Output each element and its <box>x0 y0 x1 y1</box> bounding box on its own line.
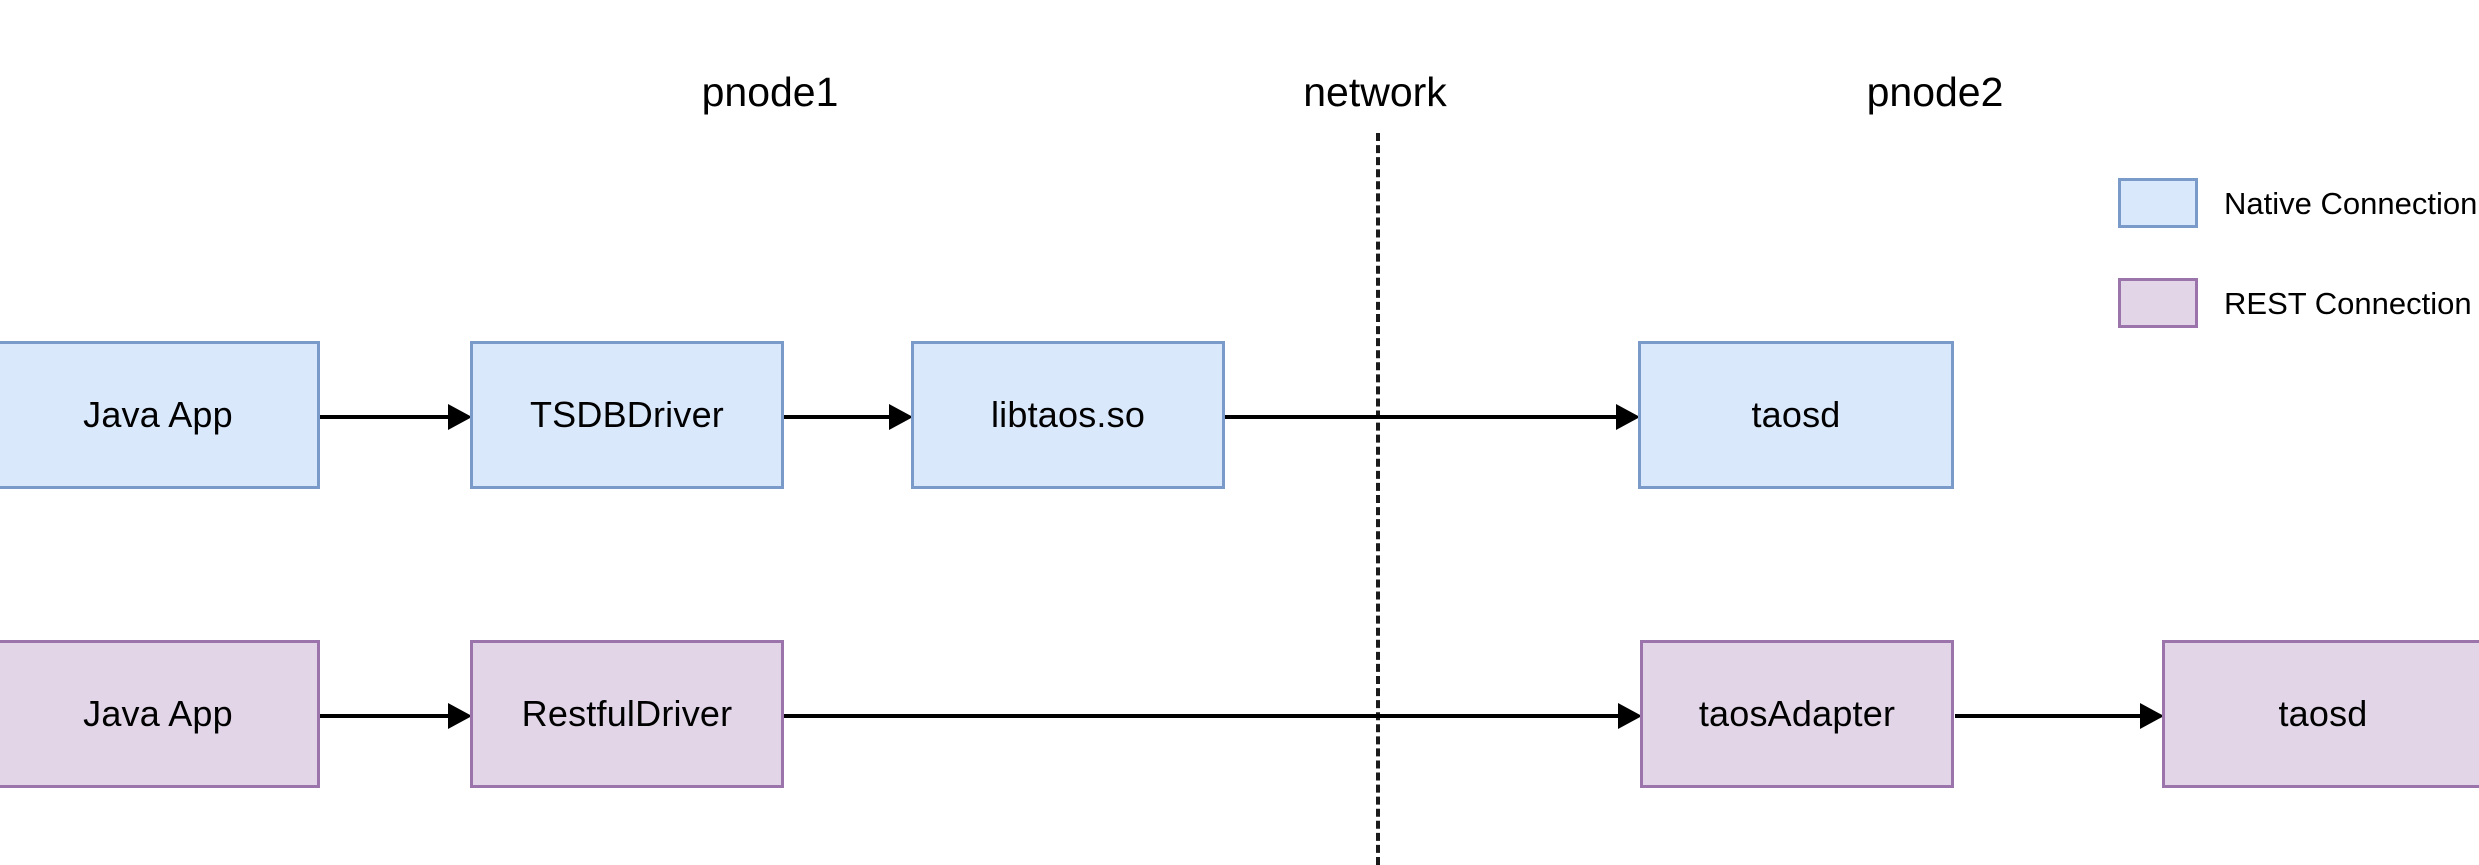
node-label: taosd <box>2278 693 2368 734</box>
edge-tsdbdriver-libtaos-arrowhead-icon <box>889 404 913 430</box>
edge-restfuldriver-taosadapter <box>784 714 1620 718</box>
edge-libtaos-taosd-arrowhead-icon <box>1616 404 1640 430</box>
node-label: Java App <box>83 394 233 435</box>
edge-taosadapter-taosd-arrowhead-icon <box>2140 703 2164 729</box>
node-label: taosAdapter <box>1698 693 1896 734</box>
zone-label-network: network <box>1303 69 1447 115</box>
node-native-tsdbdriver[interactable]: TSDBDriver <box>470 341 784 489</box>
node-native-libtaos[interactable]: libtaos.so <box>911 341 1225 489</box>
node-rest-java-app[interactable]: Java App <box>0 640 320 788</box>
legend-label: REST Connection <box>2224 285 2472 321</box>
edge-javaapp-tsdbdriver-arrowhead-icon <box>448 404 472 430</box>
legend-rest: REST Connection <box>2118 278 2472 328</box>
node-rest-taosadapter[interactable]: taosAdapter <box>1640 640 1954 788</box>
legend-swatch-native-icon <box>2118 178 2198 228</box>
edge-javaapp-restfuldriver <box>320 714 450 718</box>
node-rest-restfuldriver[interactable]: RestfulDriver <box>470 640 784 788</box>
edge-javaapp-tsdbdriver <box>320 415 450 419</box>
edge-restfuldriver-taosadapter-arrowhead-icon <box>1618 703 1642 729</box>
zone-label-pnode1: pnode1 <box>701 69 839 115</box>
node-rest-taosd[interactable]: taosd <box>2162 640 2479 788</box>
edge-javaapp-restfuldriver-arrowhead-icon <box>448 703 472 729</box>
edge-taosadapter-taosd <box>1955 714 2142 718</box>
legend-label: Native Connection <box>2224 185 2478 221</box>
legend-swatch-rest-icon <box>2118 278 2198 328</box>
node-label: TSDBDriver <box>529 394 724 435</box>
node-label: Java App <box>83 693 233 734</box>
network-divider <box>1376 133 1380 865</box>
node-label: libtaos.so <box>990 394 1146 435</box>
node-native-taosd[interactable]: taosd <box>1638 341 1954 489</box>
edge-tsdbdriver-libtaos <box>784 415 891 419</box>
node-native-java-app[interactable]: Java App <box>0 341 320 489</box>
legend-native: Native Connection <box>2118 178 2477 228</box>
edge-libtaos-taosd <box>1225 415 1618 419</box>
zone-label-pnode2: pnode2 <box>1866 69 2004 115</box>
node-label: RestfulDriver <box>521 693 733 734</box>
node-label: taosd <box>1751 394 1841 435</box>
